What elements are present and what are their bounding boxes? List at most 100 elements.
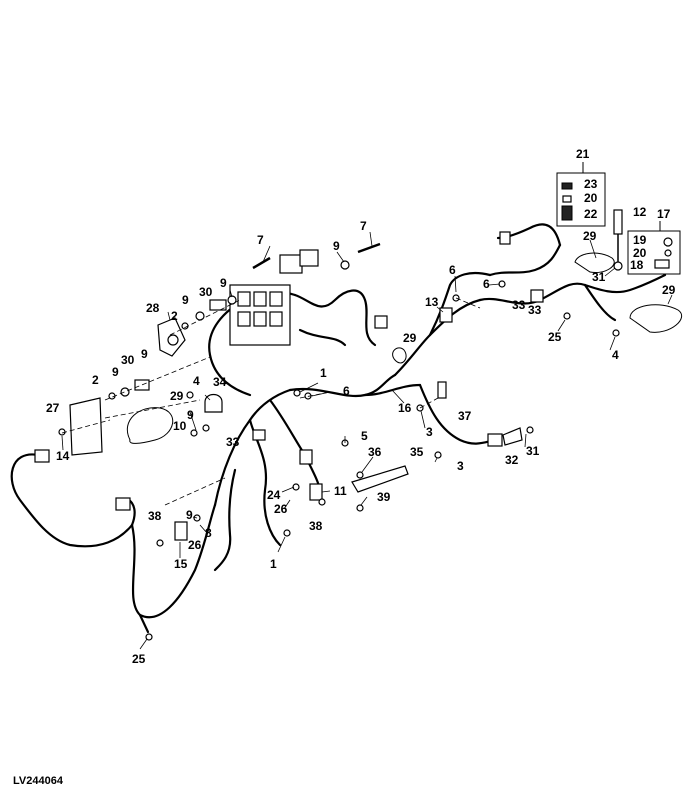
callout-label: 18 bbox=[630, 258, 644, 272]
bushing-30-upper bbox=[209, 299, 227, 311]
callout-label: 33 bbox=[528, 303, 542, 317]
fuse-relay-block bbox=[229, 249, 319, 346]
cable-loop-29-top bbox=[574, 252, 615, 274]
tie-25 bbox=[563, 312, 571, 320]
bushing-33 bbox=[530, 289, 544, 303]
clip-38-left bbox=[156, 539, 164, 547]
sensor-12 bbox=[613, 209, 623, 235]
connector-right-fuse bbox=[374, 315, 388, 329]
callout-label: 34 bbox=[213, 375, 227, 389]
callout-label: 21 bbox=[576, 147, 590, 161]
cable-loop-29-left bbox=[126, 407, 174, 444]
callout-label: 22 bbox=[584, 207, 598, 221]
screw-1 bbox=[293, 389, 301, 397]
bushing-33-lower bbox=[252, 429, 266, 441]
terminal-23 bbox=[561, 182, 573, 190]
callout-label: 31 bbox=[592, 270, 606, 284]
callout-label: 7 bbox=[360, 219, 367, 233]
callout-label: 20 bbox=[584, 191, 598, 205]
sensor-11 bbox=[309, 483, 323, 501]
callout-label: 29 bbox=[170, 389, 184, 403]
callout-label: 15 bbox=[174, 557, 188, 571]
cable-loop-29-right bbox=[629, 304, 682, 333]
inset-box-17 bbox=[627, 230, 681, 275]
callout-label: 35 bbox=[410, 445, 424, 459]
washer-9-e bbox=[190, 429, 198, 437]
connector-lower-left bbox=[115, 497, 131, 511]
screw-14 bbox=[58, 428, 66, 436]
callout-label: 25 bbox=[548, 330, 562, 344]
sensor-15 bbox=[174, 521, 188, 541]
callout-label: 11 bbox=[334, 484, 347, 498]
terminal-19 bbox=[663, 237, 673, 247]
callout-label: 29 bbox=[662, 283, 676, 297]
connector-18 bbox=[654, 259, 670, 269]
callout-label: 13 bbox=[425, 295, 439, 309]
callout-label: 23 bbox=[584, 177, 598, 191]
connector-top bbox=[499, 231, 511, 245]
cable-tie-29-center bbox=[392, 347, 407, 364]
callout-label: 38 bbox=[148, 509, 162, 523]
callout-label: 25 bbox=[132, 652, 146, 666]
callout-label: 7 bbox=[257, 233, 264, 247]
callout-label: 20 bbox=[633, 246, 647, 260]
callout-label: 9 bbox=[187, 408, 194, 422]
tie-25-lower bbox=[145, 633, 153, 641]
callout-label: 6 bbox=[343, 384, 350, 398]
callout-label: 9 bbox=[141, 347, 148, 361]
callout-label: 30 bbox=[121, 353, 135, 367]
callout-label: 9 bbox=[186, 508, 193, 522]
callout-label: 36 bbox=[368, 445, 382, 459]
callout-label: 10 bbox=[173, 419, 187, 433]
seal-20-right bbox=[664, 249, 672, 257]
seal-20 bbox=[562, 195, 572, 203]
callout-label: 9 bbox=[220, 276, 227, 290]
callout-label: 9 bbox=[112, 365, 119, 379]
callout-label: 1 bbox=[320, 366, 327, 380]
callout-label: 16 bbox=[398, 401, 412, 415]
callout-label: 30 bbox=[199, 285, 213, 299]
callout-label: 26 bbox=[274, 502, 288, 516]
callout-label: 3 bbox=[457, 459, 464, 473]
nut-10 bbox=[202, 424, 210, 432]
bolt-7-left bbox=[252, 256, 271, 270]
callout-label: 9 bbox=[182, 293, 189, 307]
connector-32 bbox=[487, 433, 503, 447]
callout-label: 29 bbox=[403, 331, 417, 345]
callout-label: 1 bbox=[270, 557, 277, 571]
callout-label: 2 bbox=[92, 373, 99, 387]
callout-label: 39 bbox=[377, 490, 391, 504]
callout-label: 19 bbox=[633, 233, 647, 247]
washer-9-d bbox=[340, 260, 350, 270]
bushing-30-lower bbox=[134, 379, 150, 391]
clip-3 bbox=[437, 381, 447, 399]
callout-label: 32 bbox=[505, 453, 519, 467]
callout-label: 33 bbox=[226, 435, 240, 449]
callout-label: 38 bbox=[309, 519, 323, 533]
bolt-7-right bbox=[357, 242, 381, 254]
connector-22 bbox=[561, 205, 573, 221]
clip-38-center bbox=[318, 498, 326, 506]
callout-label: 5 bbox=[361, 429, 368, 443]
callout-label: 9 bbox=[333, 239, 340, 253]
inset-box-21 bbox=[556, 172, 606, 227]
connector-center-5 bbox=[299, 449, 313, 465]
nut-2-upper bbox=[181, 322, 189, 330]
callout-label: 3 bbox=[426, 425, 433, 439]
callout-label: 29 bbox=[583, 229, 597, 243]
nut-4 bbox=[186, 391, 194, 399]
callout-label: 6 bbox=[449, 263, 456, 277]
nut-4-right bbox=[612, 329, 620, 337]
callout-label: 4 bbox=[193, 374, 200, 388]
callout-label: 2 bbox=[171, 309, 178, 323]
callout-label: 33 bbox=[512, 298, 526, 312]
washer-9-c bbox=[120, 387, 130, 397]
sensor-32 bbox=[502, 427, 523, 446]
callout-label: 31 bbox=[526, 444, 540, 458]
callout-label: 27 bbox=[46, 401, 60, 415]
callout-label: 4 bbox=[612, 348, 619, 362]
figure-reference-code: LV244064 bbox=[13, 775, 63, 787]
callout-label: 37 bbox=[458, 409, 472, 423]
